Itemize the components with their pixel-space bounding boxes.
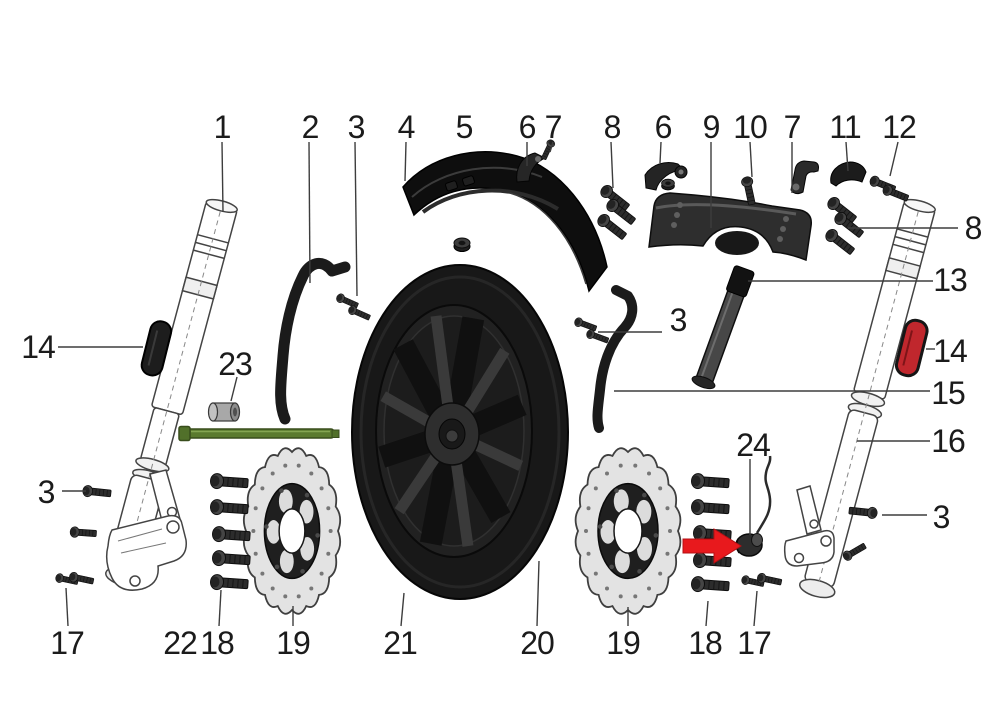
highlight-arrow	[682, 528, 742, 564]
brake-hose-guide-right	[592, 285, 638, 433]
brake-disc-left	[242, 447, 342, 615]
left-caliper-bracket	[105, 469, 187, 591]
steering-stem	[691, 265, 755, 390]
front-wheel	[351, 264, 569, 600]
fender-nut	[453, 237, 471, 252]
reflector-right	[894, 318, 929, 378]
fender-clip-right	[644, 161, 688, 191]
front-fender	[402, 151, 608, 293]
clamp-bracket	[790, 160, 819, 195]
brake-hose-guide-left	[275, 257, 351, 425]
clip-nut	[661, 178, 675, 191]
brake-disc-right	[574, 447, 682, 615]
front-axle	[178, 425, 340, 442]
handlebar-clamp-half	[830, 161, 867, 187]
reflector-left	[140, 320, 173, 377]
spacer-bushing	[207, 402, 241, 422]
triple-clamp	[648, 192, 813, 262]
right-caliper-bracket	[783, 485, 835, 567]
speed-sensor	[735, 455, 772, 557]
leader-lines	[58, 141, 958, 627]
